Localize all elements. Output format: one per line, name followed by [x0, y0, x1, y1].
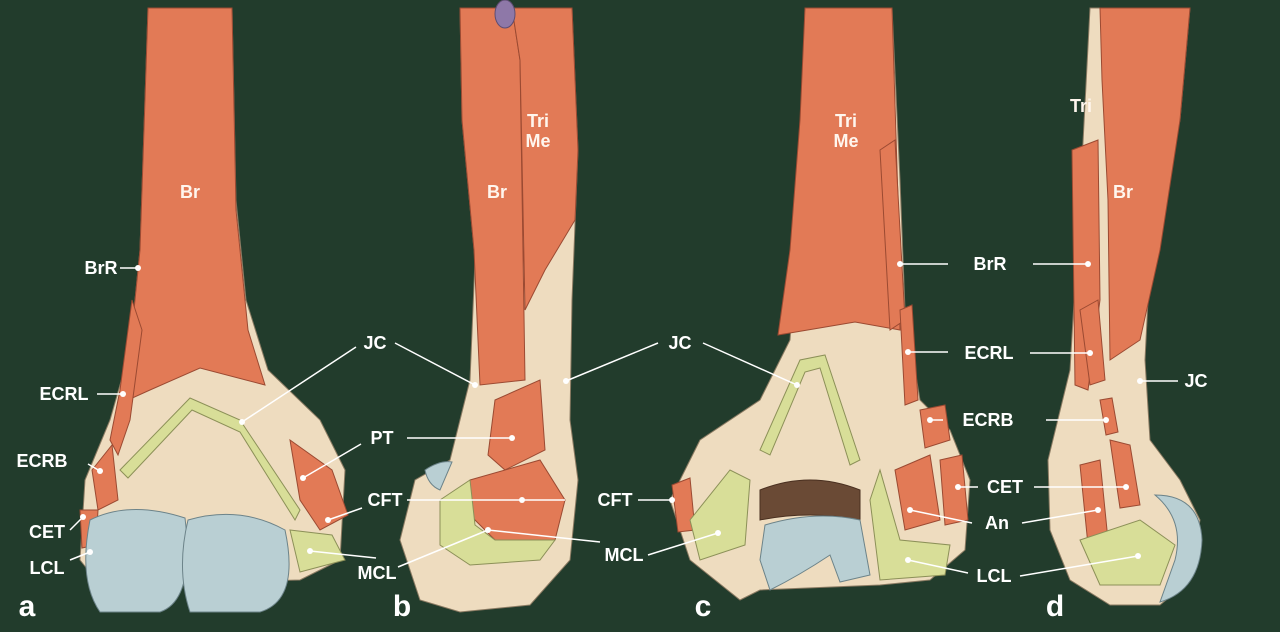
label-b-tri-me: Tri Me	[525, 111, 550, 151]
olecranon-fossa-c	[760, 480, 860, 520]
humerus-view-a	[80, 8, 348, 612]
humerus-view-c	[670, 8, 970, 600]
label-c-jc: JC	[668, 333, 691, 353]
label-b-pt: PT	[370, 428, 393, 448]
label-b-mcl: MCL	[358, 563, 397, 583]
panel-letter-b: b	[393, 592, 411, 622]
label-a-ecrb: ECRB	[16, 451, 67, 471]
label-c-lcl: LCL	[977, 566, 1012, 586]
label-b-jc: JC	[363, 333, 386, 353]
label-c-brr: BrR	[973, 254, 1006, 274]
label-b-cft: CFT	[368, 490, 403, 510]
trochlea-a	[182, 514, 289, 612]
label-c-me: Me	[833, 131, 858, 151]
label-c-mcl: MCL	[605, 545, 644, 565]
label-a-lcl: LCL	[30, 558, 65, 578]
label-a-brr: BrR	[84, 258, 117, 278]
label-d-tri: Tri	[1070, 96, 1092, 116]
muscle-br-a	[128, 8, 265, 400]
label-c-tri-me: Tri Me	[833, 111, 858, 151]
label-b-me: Me	[525, 131, 550, 151]
muscle-ecrb-c	[920, 405, 950, 448]
panel-letter-d: d	[1046, 592, 1064, 622]
label-c-cet: CET	[987, 477, 1023, 497]
panel-letter-c: c	[695, 592, 712, 622]
humerus-view-b	[400, 0, 578, 612]
label-c-cft: CFT	[598, 490, 633, 510]
label-c-an: An	[985, 513, 1009, 533]
capitulum-a	[86, 509, 187, 612]
label-c-ecrl: ECRL	[965, 343, 1014, 363]
label-a-br: Br	[180, 182, 200, 202]
label-d-br: Br	[1113, 182, 1133, 202]
panel-letter-a: a	[19, 592, 36, 622]
label-d-jc: JC	[1184, 371, 1207, 391]
label-a-cet: CET	[29, 522, 65, 542]
vessel-b	[495, 0, 515, 28]
label-c-ecrb: ECRB	[962, 410, 1013, 430]
label-c-tri: Tri	[833, 111, 858, 131]
label-b-tri: Tri	[525, 111, 550, 131]
label-a-ecrl: ECRL	[40, 384, 89, 404]
label-b-br: Br	[487, 182, 507, 202]
